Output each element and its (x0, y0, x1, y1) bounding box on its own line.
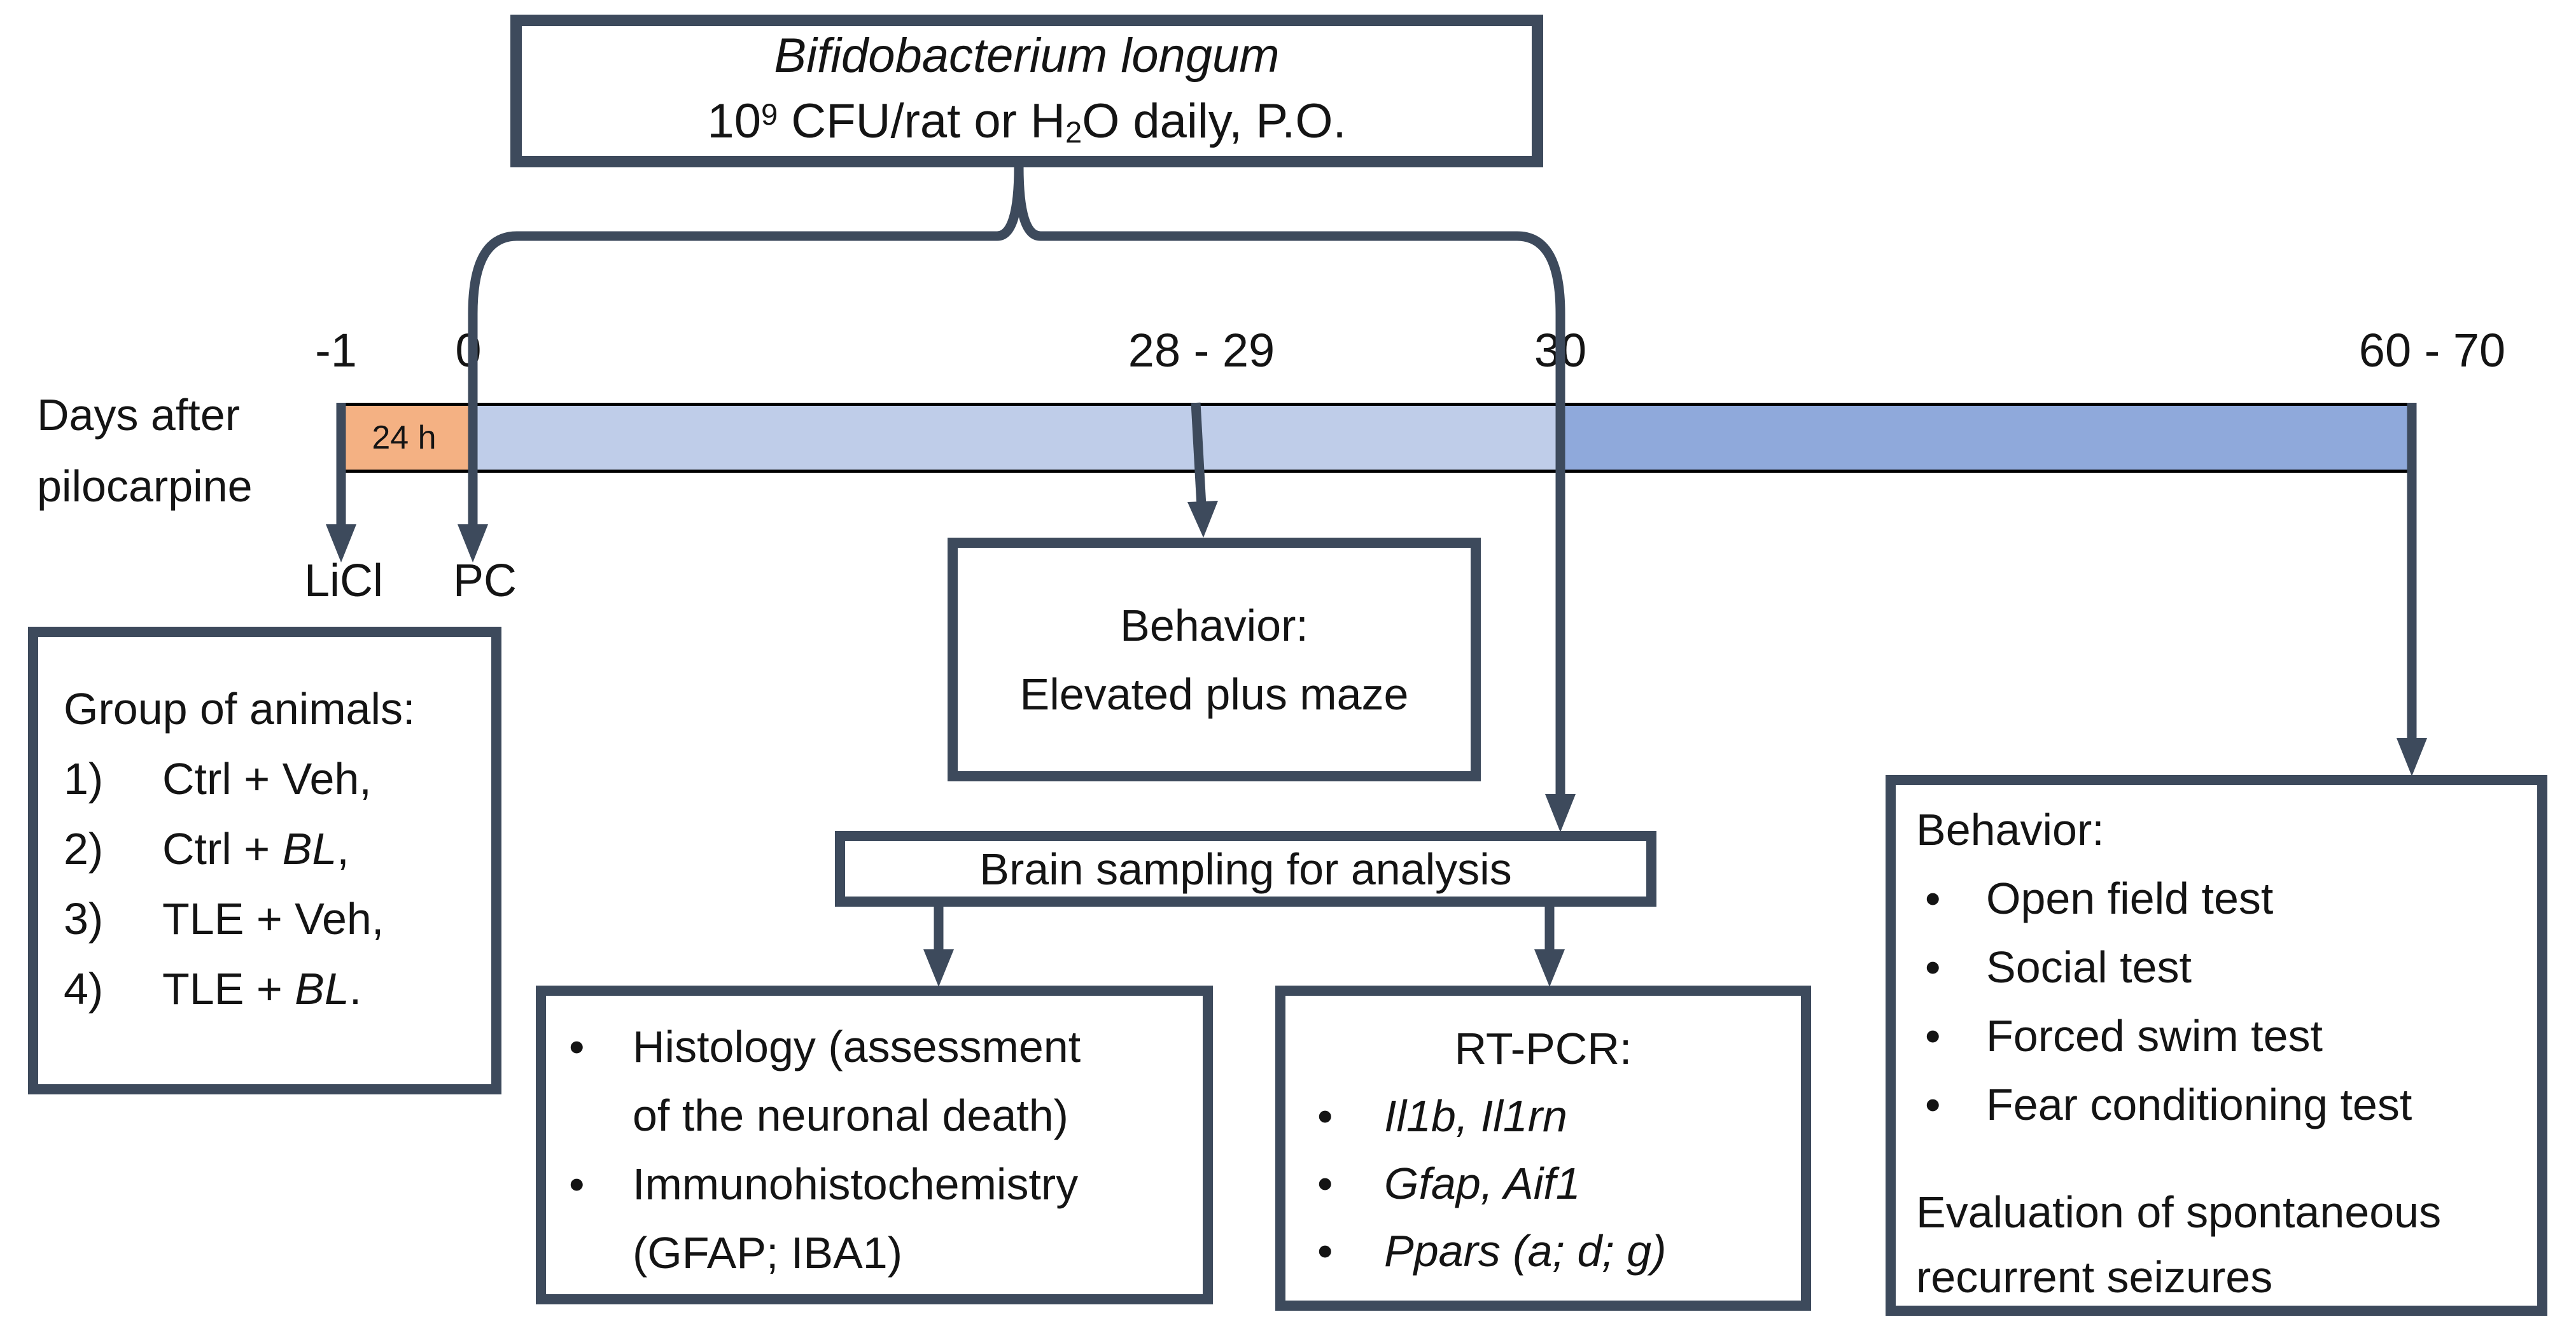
group-item-4: 4) TLE + BL. (64, 954, 485, 1024)
group-text-post: , (337, 824, 349, 874)
histology-text: Immunohistochemistry (GFAP; IBA1) (633, 1159, 1079, 1278)
group-item-1: 1) Ctrl + Veh, (64, 744, 485, 814)
late-behavior-box: Behavior: •Open field test •Social test … (1886, 775, 2547, 1316)
group-text: Ctrl + Veh, (162, 754, 372, 804)
timeline-segment-24h: 24 h (340, 406, 472, 470)
behavior-test: Open field test (1986, 874, 2274, 923)
histology-text: Histology (assessment of the neuronal de… (633, 1022, 1081, 1140)
group-number: 1) (64, 754, 104, 804)
treatment-dose: 109 CFU/rat or H2O daily, P.O. (707, 88, 1346, 160)
gene-list: Gfap, Aif1 (1384, 1159, 1581, 1208)
brain-sampling-box: Brain sampling for analysis (835, 831, 1656, 907)
group-text: TLE + Veh, (162, 894, 384, 944)
tick-day-60-70: 60 - 70 (2358, 324, 2506, 377)
epm-arrowhead (1187, 501, 1218, 538)
behavior-item-3: • Forced swim test (1916, 1001, 2537, 1070)
timeline-segment-day30-70 (1558, 406, 2411, 470)
animal-groups-box: Group of animals: 1) Ctrl + Veh, 2) Ctrl +… (28, 627, 501, 1094)
behavior-heading: Behavior: (1916, 805, 2104, 855)
timeline-segment-day0-30 (472, 406, 1558, 470)
behavior-item-1: • Open field test (1916, 864, 2537, 933)
group-label: TLE + BL. (162, 954, 361, 1024)
bullet-icon: • (1925, 942, 1941, 992)
epm-test-label: Elevated plus maze (1019, 669, 1409, 719)
group-label: Ctrl + Veh, (162, 744, 372, 814)
behavior-test: Fear conditioning test (1986, 1080, 2412, 1129)
timeline-axis-label: Days after pilocarpine (37, 390, 253, 511)
event-licl-label: LiCl (304, 555, 384, 606)
bullet-icon: • (1925, 1080, 1941, 1129)
group-text-italic: BL (282, 824, 337, 874)
bullet-icon: • (1317, 1159, 1333, 1208)
dose-exponent: 9 (760, 97, 778, 131)
behavior-arrowhead (2397, 738, 2427, 776)
bullet-icon: • (1317, 1226, 1333, 1276)
epm-heading: Behavior: (1120, 600, 1308, 650)
behavior-item-4: • Fear conditioning test (1916, 1070, 2537, 1139)
bullet-icon: • (1925, 874, 1941, 923)
epm-behavior-box: Behavior: Elevated plus maze (948, 538, 1481, 781)
dose-subscript: 2 (1065, 115, 1082, 149)
histology-arrowhead (923, 949, 954, 987)
group-text: TLE + (162, 964, 295, 1014)
histology-item-1: • Histology (assessment of the neuronal d… (569, 1012, 1203, 1150)
gene-list: Ppars (a; d; g) (1384, 1226, 1667, 1276)
group-number: 2) (64, 824, 104, 874)
behavior-test: Social test (1986, 942, 2192, 992)
timeline-bar: 24 h (337, 403, 2414, 473)
group-label: Ctrl + BL, (162, 814, 349, 884)
rtpcr-box: RT-PCR: • Il1b, Il1rn • Gfap, Aif1 • Ppars … (1275, 986, 1811, 1311)
group-number: 4) (64, 964, 104, 1014)
dose-suffix: O daily, P.O. (1082, 94, 1347, 148)
group-text-post: . (349, 964, 362, 1014)
group-label: TLE + Veh, (162, 884, 384, 954)
tick-day-minus1: -1 (315, 324, 357, 377)
dose-mid: CFU/rat or H (778, 94, 1065, 148)
group-text: Ctrl + (162, 824, 283, 874)
treatment-brace (468, 162, 1565, 314)
group-item-3: 3) TLE + Veh, (64, 884, 485, 954)
groups-heading: Group of animals: (64, 684, 416, 734)
gene-list: Il1b, Il1rn (1384, 1091, 1567, 1141)
rtpcr-item-3: • Ppars (a; d; g) (1285, 1217, 1801, 1285)
behavior-item-2: • Social test (1916, 933, 2537, 1001)
group-text-italic: BL (295, 964, 349, 1014)
bullet-icon: • (1925, 1011, 1941, 1061)
dose-base: 10 (707, 94, 761, 148)
group-item-2: 2) Ctrl + BL, (64, 814, 485, 884)
histology-item-2: • Immunohistochemistry (GFAP; IBA1) (569, 1150, 1203, 1287)
tick-day-0: 0 (455, 324, 482, 377)
bullet-icon: • (569, 1159, 585, 1209)
sampling-label: Brain sampling for analysis (979, 844, 1512, 894)
rtpcr-item-1: • Il1b, Il1rn (1285, 1082, 1801, 1150)
bullet-icon: • (1317, 1091, 1333, 1141)
bullet-icon: • (569, 1022, 585, 1071)
treatment-box: Bifidobacterium longum 109 CFU/rat or H2… (510, 15, 1543, 167)
rtpcr-heading: RT-PCR: (1454, 1024, 1632, 1073)
sampling-arrowhead (1545, 794, 1576, 832)
rtpcr-arrowhead (1534, 949, 1565, 987)
tick-day-28-29: 28 - 29 (1128, 324, 1275, 377)
srs-evaluation-label: Evaluation of spontaneous recurrent seiz… (1916, 1187, 2442, 1302)
tick-day-30: 30 (1534, 324, 1587, 377)
duration-label: 24 h (372, 419, 437, 456)
histology-box: • Histology (assessment of the neuronal d… (536, 986, 1213, 1304)
treatment-name: Bifidobacterium longum (774, 28, 1280, 83)
event-pc-label: PC (452, 555, 517, 606)
behavior-test: Forced swim test (1986, 1011, 2323, 1061)
group-number: 3) (64, 894, 104, 944)
rtpcr-item-2: • Gfap, Aif1 (1285, 1150, 1801, 1217)
